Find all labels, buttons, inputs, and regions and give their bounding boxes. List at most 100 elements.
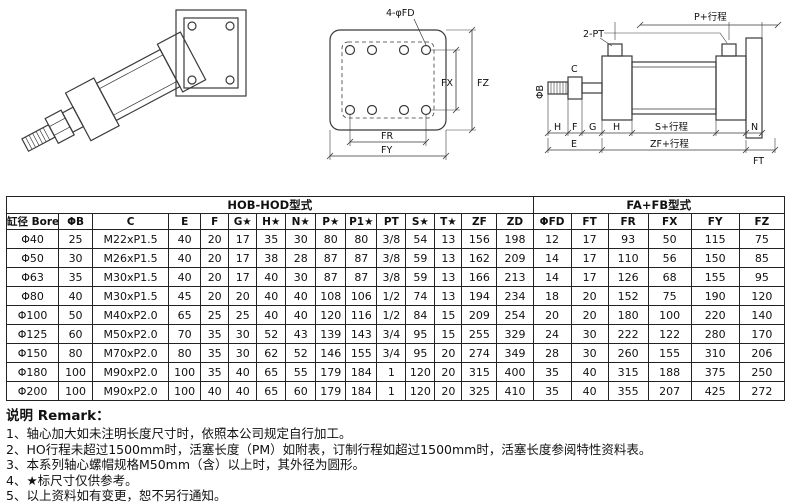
value-cell: 35 bbox=[200, 362, 230, 382]
value-cell: 35 bbox=[532, 381, 572, 401]
value-cell: 40 bbox=[256, 286, 287, 306]
value-cell: 213 bbox=[496, 267, 534, 287]
value-cell: 15 bbox=[434, 324, 463, 344]
value-cell: 40 bbox=[228, 362, 258, 382]
value-cell: 100 bbox=[647, 305, 692, 325]
value-cell: M40xP2.0 bbox=[92, 305, 170, 325]
remark-item: 2、HO行程未超过1500mm时，活塞长度（PM）如附表，订制行程如超过1500… bbox=[6, 441, 652, 457]
remark-item: 5、以上资料如有变更，恕不另行通知。 bbox=[6, 488, 227, 502]
value-cell: 30 bbox=[285, 267, 317, 287]
value-cell: 55 bbox=[285, 362, 317, 382]
value-cell: 209 bbox=[496, 248, 534, 268]
value-cell: 35 bbox=[58, 267, 94, 287]
value-cell: 24 bbox=[532, 324, 572, 344]
column-header: S★ bbox=[405, 213, 436, 230]
value-cell: 40 bbox=[285, 286, 317, 306]
value-cell: 54 bbox=[405, 229, 436, 249]
column-header: FX bbox=[647, 213, 692, 230]
value-cell: 40 bbox=[228, 381, 258, 401]
value-cell: 95 bbox=[405, 343, 436, 363]
value-cell: 222 bbox=[607, 324, 649, 344]
value-cell: 250 bbox=[738, 362, 786, 382]
value-cell: 20 bbox=[570, 286, 609, 306]
value-cell: 75 bbox=[647, 286, 692, 306]
value-cell: M70xP2.0 bbox=[92, 343, 170, 363]
value-cell: 400 bbox=[496, 362, 534, 382]
remarks-title: 说明 Remark： bbox=[6, 408, 110, 424]
value-cell: M26xP1.5 bbox=[92, 248, 170, 268]
value-cell: 20 bbox=[434, 343, 463, 363]
dim-label-e: E bbox=[571, 139, 577, 150]
value-cell: 20 bbox=[200, 248, 230, 268]
value-cell: 325 bbox=[461, 381, 498, 401]
value-cell: 62 bbox=[256, 343, 287, 363]
value-cell: 17 bbox=[228, 248, 258, 268]
dim-label-g: G bbox=[589, 122, 596, 133]
dim-label-s: S+行程 bbox=[655, 121, 688, 133]
value-cell: 30 bbox=[570, 324, 609, 344]
column-header: T★ bbox=[434, 213, 463, 230]
value-cell: 50 bbox=[647, 229, 692, 249]
value-cell: 80 bbox=[58, 343, 94, 363]
value-cell: 126 bbox=[607, 267, 649, 287]
column-header: ZD bbox=[496, 213, 534, 230]
value-cell: 20 bbox=[228, 286, 258, 306]
column-header: FZ bbox=[738, 213, 786, 230]
column-header: FR bbox=[607, 213, 649, 230]
value-cell: 25 bbox=[58, 229, 94, 249]
value-cell: 30 bbox=[285, 229, 317, 249]
value-cell: 50 bbox=[58, 305, 94, 325]
value-cell: 146 bbox=[315, 343, 347, 363]
value-cell: 65 bbox=[168, 305, 202, 325]
remark-item: 1、轴心加大如未注明长度尺寸时，依照本公司规定自行加工。 bbox=[6, 426, 352, 441]
value-cell: 87 bbox=[345, 248, 378, 268]
value-cell: 13 bbox=[434, 248, 463, 268]
remarks-section: 说明 Remark： 1、轴心加大如未注明长度尺寸时，依照本公司规定自行加工。2… bbox=[6, 404, 790, 502]
value-cell: 13 bbox=[434, 267, 463, 287]
dim-label-h1: H bbox=[554, 122, 561, 133]
remark-item: 4、★标尺寸仅供参考。 bbox=[6, 472, 138, 488]
technical-drawings: 4-φFD FX FZ FR FY P+行程 2-PT bbox=[21, 8, 782, 167]
value-cell: 184 bbox=[345, 381, 378, 401]
value-cell: 59 bbox=[405, 248, 436, 268]
value-cell: 143 bbox=[345, 324, 378, 344]
value-cell: 272 bbox=[738, 381, 786, 401]
value-cell: 1/2 bbox=[376, 305, 407, 325]
value-cell: 122 bbox=[647, 324, 692, 344]
column-header: FY bbox=[690, 213, 740, 230]
value-cell: 166 bbox=[461, 267, 498, 287]
value-cell: 375 bbox=[690, 362, 740, 382]
column-header: E bbox=[168, 213, 202, 230]
value-cell: 74 bbox=[405, 286, 436, 306]
dim-label-c: C bbox=[571, 64, 578, 75]
value-cell: 120 bbox=[405, 362, 436, 382]
value-cell: 20 bbox=[434, 381, 463, 401]
value-cell: 120 bbox=[405, 381, 436, 401]
value-cell: M22xP1.5 bbox=[92, 229, 170, 249]
value-cell: 18 bbox=[532, 286, 572, 306]
column-header: G★ bbox=[228, 213, 258, 230]
value-cell: 17 bbox=[570, 248, 609, 268]
value-cell: 45 bbox=[168, 286, 202, 306]
value-cell: 56 bbox=[647, 248, 692, 268]
value-cell: 40 bbox=[168, 229, 202, 249]
value-cell: 80 bbox=[315, 229, 347, 249]
column-header: 缸径 Bore bbox=[5, 213, 60, 230]
value-cell: 155 bbox=[647, 343, 692, 363]
value-cell: 1 bbox=[376, 381, 407, 401]
value-cell: 120 bbox=[738, 286, 786, 306]
value-cell: 87 bbox=[315, 248, 347, 268]
value-cell: 52 bbox=[256, 324, 287, 344]
value-cell: 93 bbox=[607, 229, 649, 249]
value-cell: 315 bbox=[607, 362, 649, 382]
value-cell: 65 bbox=[256, 381, 287, 401]
value-cell: M90xP2.0 bbox=[92, 362, 170, 382]
column-header: ΦFD bbox=[532, 213, 572, 230]
value-cell: 20 bbox=[200, 286, 230, 306]
dim-label-fr: FR bbox=[381, 131, 393, 142]
value-cell: 60 bbox=[58, 324, 94, 344]
bore-cell: Φ80 bbox=[5, 286, 60, 306]
